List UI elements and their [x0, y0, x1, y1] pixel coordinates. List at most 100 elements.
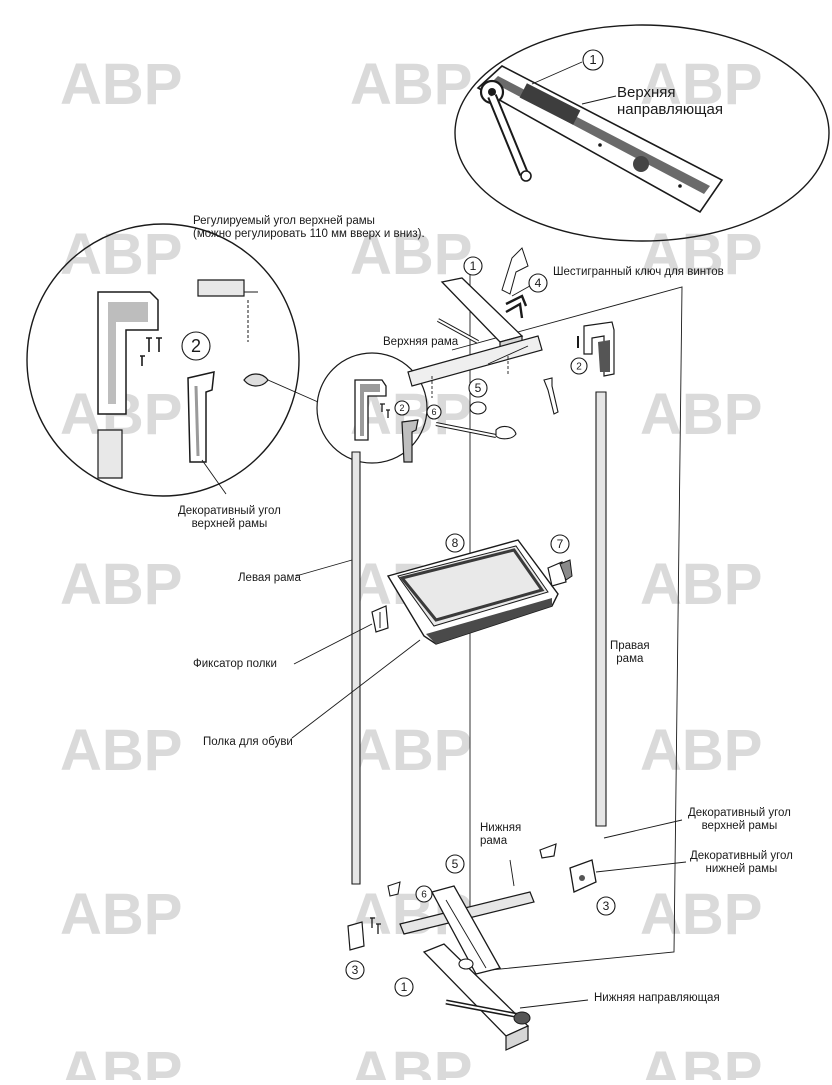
callout-c1-bottom: 1 — [394, 977, 414, 997]
label-line: Декоративный угол — [690, 850, 793, 862]
callout-c4-key: 4 — [528, 273, 548, 293]
hex-key — [501, 247, 529, 307]
label-line: Верхняя — [617, 84, 676, 101]
label-left-frame: Левая рама — [238, 572, 301, 584]
left-bottom-corner — [347, 881, 401, 951]
label-line: (можно регулировать 110 мм вверх и вниз)… — [193, 228, 425, 240]
bottom-frame — [399, 885, 535, 975]
watermark: ABP — [60, 1040, 182, 1085]
watermark: ABP — [350, 1040, 472, 1085]
label-line: рама — [616, 653, 644, 665]
label-line: Регулируемый угол верхней рамы — [193, 215, 375, 227]
callout-c7-lock: 7 — [550, 534, 570, 554]
svg-text:ABP: ABP — [640, 882, 762, 947]
label-top-guide: Верхняя направляющая — [617, 84, 723, 118]
callout-number: 5 — [475, 381, 482, 395]
left-frame-post — [351, 451, 361, 885]
watermark: ABP — [60, 552, 182, 617]
watermark: ABP — [640, 718, 762, 783]
callout-c3-right: 3 — [596, 896, 616, 916]
shelf-lock-right — [547, 559, 573, 587]
label-line: Декоративный угол — [178, 505, 281, 517]
watermark: ABP — [640, 382, 762, 447]
top-frame — [407, 335, 559, 440]
shoe-shelf — [386, 539, 559, 645]
callout-c6-bottom: 6 — [415, 885, 433, 903]
callout-c5-bottom: 5 — [445, 854, 465, 874]
callout-circle — [582, 49, 604, 71]
svg-text:ABP: ABP — [640, 382, 762, 447]
decorative-corner-bottom-right — [569, 859, 597, 893]
callout-circle — [528, 273, 548, 293]
label-hex-key: Шестигранный ключ для винтов — [553, 266, 724, 278]
callout-circle — [181, 331, 211, 361]
callout-number: 1 — [401, 980, 408, 994]
watermark: ABP — [640, 222, 762, 287]
callout-c8-shelf: 8 — [445, 533, 465, 553]
watermark: ABP — [640, 552, 762, 617]
svg-text:ABP: ABP — [640, 552, 762, 617]
callout-circle — [550, 534, 570, 554]
label-shelf-lock: Фиксатор полки — [193, 658, 277, 670]
svg-text:ABP: ABP — [60, 52, 182, 117]
callout-c2-right: 2 — [570, 357, 588, 375]
shelf-lock-left — [371, 605, 389, 633]
callout-number: 2 — [191, 336, 201, 356]
svg-text:ABP: ABP — [350, 1040, 472, 1080]
right-frame-post — [595, 391, 607, 827]
svg-text:ABP: ABP — [640, 718, 762, 783]
svg-text:ABP: ABP — [60, 718, 182, 783]
watermark: ABP — [350, 718, 472, 783]
callout-number: 1 — [589, 52, 596, 67]
callout-number: 2 — [576, 361, 582, 372]
svg-text:ABP: ABP — [640, 52, 762, 117]
label-line: Декоративный угол — [688, 807, 791, 819]
watermark: ABP — [60, 52, 182, 117]
watermark: ABP — [60, 222, 182, 287]
callout-circle — [468, 378, 488, 398]
watermark: ABP — [640, 1040, 762, 1085]
callout-number: 1 — [470, 259, 477, 273]
callout-circle — [426, 404, 442, 420]
callout-number: 3 — [352, 963, 359, 977]
watermark: ABP — [350, 52, 472, 117]
decorative-corner-top-right — [539, 843, 557, 859]
zoom-adjustable-corner — [26, 223, 319, 497]
svg-text:ABP: ABP — [60, 222, 182, 287]
label-shoe-shelf: Полка для обуви — [203, 736, 293, 748]
zoom-corner-assembly — [316, 352, 428, 464]
svg-text:ABP: ABP — [60, 552, 182, 617]
svg-text:ABP: ABP — [640, 222, 762, 287]
label-top-frame: Верхняя рама — [383, 336, 459, 348]
callout-c2-zoom: 2 — [181, 331, 211, 361]
label-decor-corner-top-left: Декоративный угол верхней рамы — [178, 505, 281, 531]
callout-c2-mid: 2 — [394, 400, 410, 416]
svg-text:ABP: ABP — [350, 52, 472, 117]
callout-c6-top: 6 — [426, 404, 442, 420]
watermark: ABP — [350, 222, 472, 287]
watermark: ABP — [60, 882, 182, 947]
callout-number: 3 — [603, 899, 610, 913]
label-decor-corner-top-right: Декоративный угол верхней рамы — [688, 807, 791, 833]
label-line: нижней рамы — [705, 863, 778, 875]
label-bottom-guide: Нижняя направляющая — [594, 992, 720, 1004]
label-decor-corner-bottom: Декоративный угол нижней рамы — [690, 850, 793, 876]
label-line: верхней рамы — [191, 518, 268, 530]
svg-text:ABP: ABP — [60, 1040, 182, 1080]
label-bottom-frame: Нижняя рама — [480, 822, 521, 848]
label-line: Нижняя — [480, 822, 522, 834]
callout-number: 7 — [557, 537, 564, 551]
watermark: ABP — [60, 718, 182, 783]
label-line: Правая — [610, 640, 650, 652]
label-adjustable-corner: Регулируемый угол верхней рамы (можно ре… — [193, 215, 425, 241]
callout-circle — [415, 885, 433, 903]
callout-circle — [394, 400, 410, 416]
callout-c3-left: 3 — [345, 960, 365, 980]
callout-number: 6 — [421, 889, 427, 900]
svg-text:ABP: ABP — [350, 718, 472, 783]
label-right-frame: Правая рама — [610, 640, 650, 666]
label-line: рама — [480, 835, 508, 847]
